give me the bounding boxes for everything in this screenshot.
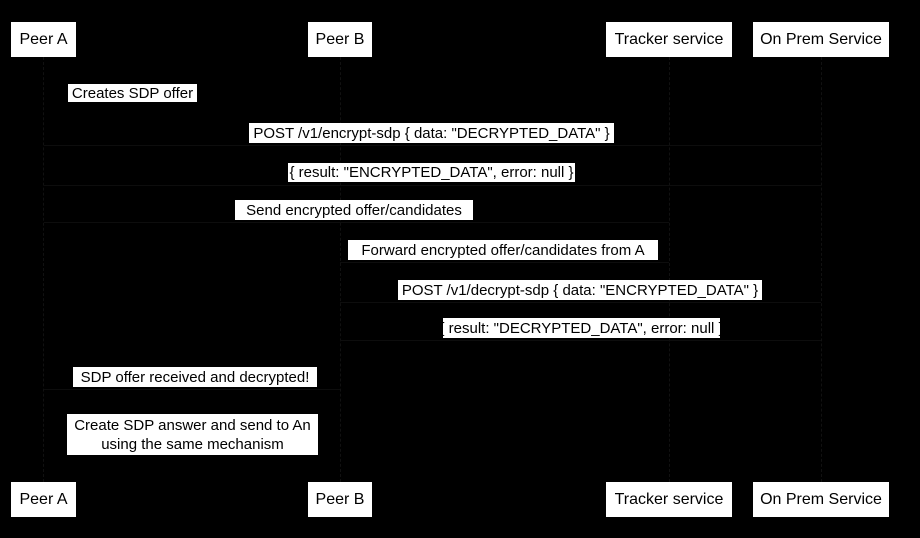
- actor-box-peer-b-bottom: Peer B: [308, 482, 372, 517]
- message-label-forward-encrypted-offer: Forward encrypted offer/candidates from …: [348, 240, 658, 260]
- note-create-sdp-answer: Create SDP answer and send to An using t…: [67, 414, 318, 455]
- message-label-send-encrypted-offer: Send encrypted offer/candidates: [235, 200, 473, 220]
- actor-box-on-prem-service-bottom: On Prem Service: [753, 482, 889, 517]
- message-arrow-decrypt-reply: [340, 340, 821, 341]
- lifeline-peer-a: [43, 57, 44, 482]
- actor-box-tracker-service-top: Tracker service: [606, 22, 732, 57]
- actor-box-tracker-service-bottom: Tracker service: [606, 482, 732, 517]
- message-label-encrypt-result: { result: "ENCRYPTED_DATA", error: null …: [288, 163, 575, 182]
- message-label-decrypt-result: { result: "DECRYPTED_DATA", error: null …: [439, 318, 724, 338]
- message-arrow-offer-received: [44, 389, 340, 390]
- message-arrow-decrypt-request: [340, 302, 821, 303]
- actor-box-peer-b-top: Peer B: [308, 22, 372, 57]
- note-line-2: using the same mechanism: [101, 435, 284, 453]
- message-arrow-forward-offer: [340, 262, 669, 263]
- message-label-sdp-offer-received: SDP offer received and decrypted!: [73, 367, 317, 387]
- actor-box-on-prem-service-top: On Prem Service: [753, 22, 889, 57]
- message-arrow-encrypt-request: [44, 145, 821, 146]
- message-label-creates-sdp-offer: Creates SDP offer: [68, 84, 197, 102]
- message-label-post-decrypt-sdp: POST /v1/decrypt-sdp { data: "ENCRYPTED_…: [398, 280, 762, 300]
- note-line-1: Create SDP answer and send to An: [74, 416, 311, 434]
- actor-box-peer-a-bottom: Peer A: [11, 482, 76, 517]
- actor-box-peer-a-top: Peer A: [11, 22, 76, 57]
- lifeline-tracker-service: [669, 57, 670, 482]
- message-arrow-encrypt-reply: [44, 185, 821, 186]
- message-label-post-encrypt-sdp: POST /v1/encrypt-sdp { data: "DECRYPTED_…: [249, 123, 614, 143]
- lifeline-on-prem-service: [821, 57, 822, 482]
- lifeline-peer-b: [340, 57, 341, 482]
- message-arrow-send-offer: [44, 222, 669, 223]
